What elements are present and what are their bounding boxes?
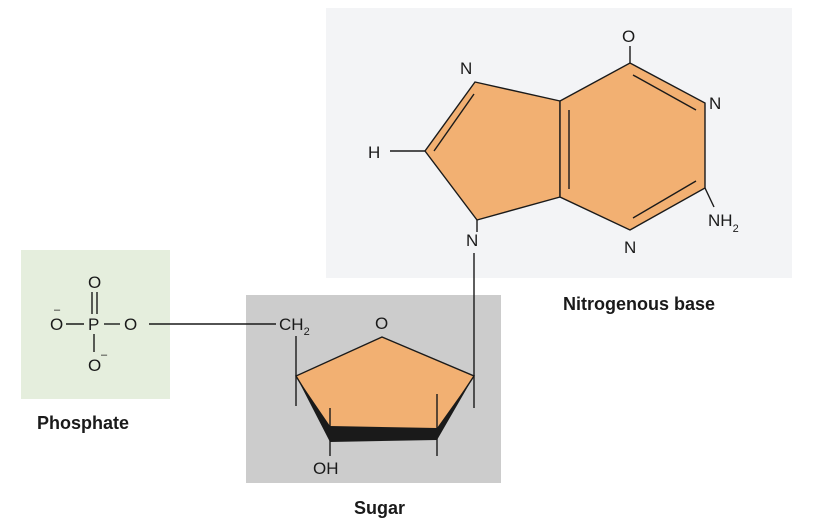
atom-n9: N <box>466 231 478 250</box>
atom-o6: O <box>622 27 635 46</box>
phosphate-structure: P O O – O O – <box>50 273 137 375</box>
double-bond-c8-n7 <box>433 93 475 152</box>
atom-nh2: NH2 <box>708 211 739 235</box>
atom-o-top: O <box>88 273 101 292</box>
atom-o-right: O <box>124 315 137 334</box>
atom-ring-o: O <box>375 314 388 333</box>
double-bond-c2-n3 <box>632 180 697 219</box>
caption-phosphate: Phosphate <box>37 413 129 433</box>
nitrogenous-base-structure <box>390 45 715 231</box>
atom-o-left: O <box>50 315 63 334</box>
atom-n3: N <box>624 238 636 257</box>
atom-oh: OH <box>313 459 339 478</box>
ribose-front-edge <box>296 376 474 442</box>
caption-sugar: Sugar <box>354 498 405 518</box>
phosphate-box <box>21 250 170 399</box>
charge-left: – <box>54 304 61 316</box>
sugar-structure: O CH2 OH <box>279 313 476 478</box>
atom-h8: H <box>368 143 380 162</box>
double-bond-c6-n1 <box>632 74 697 111</box>
atom-ch2: CH2 <box>279 315 310 338</box>
caption-nitrogenous-base: Nitrogenous base <box>563 294 715 314</box>
atom-n1: N <box>709 94 721 113</box>
amino-bond <box>704 187 715 208</box>
atom-p: P <box>88 315 99 334</box>
atom-n7: N <box>460 59 472 78</box>
charge-bottom: – <box>101 349 108 361</box>
atom-o-bottom: O <box>88 356 101 375</box>
